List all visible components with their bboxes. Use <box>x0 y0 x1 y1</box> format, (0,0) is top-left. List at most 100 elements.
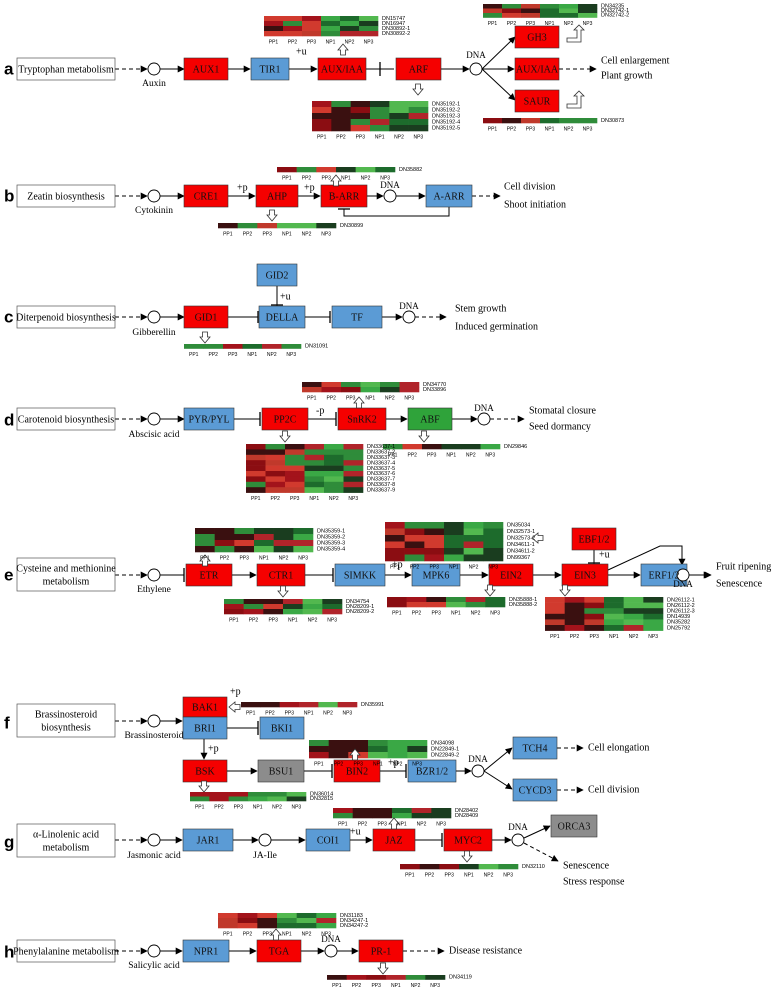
gene-gid2-label: GID2 <box>266 270 289 281</box>
heatmap-ein2-top-cell <box>385 528 405 536</box>
dna-label: DNA <box>474 403 494 413</box>
gene-mpk6 <box>411 563 461 587</box>
heatmap-pp2c-cell <box>265 487 286 493</box>
heatmap-gh3-gene-id: DN34235 <box>601 4 624 10</box>
gene-pyr-pyl <box>183 407 235 431</box>
dna-label: DNA <box>466 50 486 60</box>
hormone-label: Cytokinin <box>135 206 173 216</box>
heatmap-arf-cell <box>331 101 351 108</box>
heatmap-etr-cell <box>254 546 274 553</box>
heatmap-jaz-sample-label: NP3 <box>436 821 446 827</box>
heatmap-gh3-cell <box>502 13 522 18</box>
gibberellin-node <box>147 310 161 324</box>
heatmap-ein2-top-cell <box>404 541 425 549</box>
heatmap-ein2-cell <box>406 602 427 608</box>
heatmap-etr-cell <box>254 528 274 535</box>
heatmap-bak1-sample-label: PP2 <box>265 710 275 716</box>
dna-node <box>383 189 397 203</box>
heatmap-ein3-cell <box>623 625 644 631</box>
heatmap-auxiaa-cell <box>283 31 303 37</box>
heatmap-snrk2-cell <box>380 387 400 393</box>
heatmap-snrk2-cell <box>341 387 361 393</box>
heatmap-ein3-gene-id: DN14939 <box>667 614 690 620</box>
expression-arrow <box>559 584 571 597</box>
heatmap-arf-sample-label: PP2 <box>336 134 346 140</box>
heatmap-ein2-top-cell <box>385 535 405 542</box>
panel-letter: c <box>4 307 13 326</box>
modifier-label: +u <box>296 46 307 57</box>
expression-arrow <box>270 928 282 941</box>
heatmap-gh3-cell <box>483 8 503 14</box>
heatmap-gid1-gene-id: DN31091 <box>305 344 328 350</box>
heatmap-arf-cell <box>331 107 351 114</box>
expression-arrow <box>198 780 210 793</box>
heatmap-ein2-top-cell <box>483 522 504 529</box>
heatmap-arf-cell <box>350 101 371 108</box>
heatmap-ein2-top-gene-id: DN34611-1 <box>507 542 535 548</box>
expression-arrow <box>228 701 241 713</box>
heatmap-pp2c-cell <box>304 471 325 477</box>
heatmap-ctr1-cell <box>302 604 323 610</box>
heatmap-gh3-cell <box>502 4 522 9</box>
heatmap-ein3-gene-id: DN25792 <box>667 625 690 631</box>
modifier-label: +p <box>230 686 241 697</box>
heatmap-snrk2-cell <box>321 382 342 388</box>
heatmap-bsk-gene-id: DN36014 <box>310 792 333 798</box>
modifier-label: -p <box>316 405 324 416</box>
modifier-label: +u <box>350 826 361 837</box>
heatmap-etr-sample-label: PP3 <box>239 555 249 561</box>
heatmap-pp2c-sample-label: PP1 <box>251 496 261 502</box>
heatmap-auxiaa-cell <box>321 31 341 37</box>
heatmap-bin2-sample-label: PP2 <box>334 761 344 767</box>
heatmap-ctr1-cell <box>302 609 323 615</box>
gene-tga-label: TGA <box>269 946 290 957</box>
gene-pr1 <box>358 939 404 963</box>
heatmap-pp2c-cell <box>324 471 344 477</box>
heatmap-ein3-cell <box>564 619 585 626</box>
heatmap-jaz-sample-label: NP1 <box>397 821 407 827</box>
heatmap-abf-cell <box>441 444 462 450</box>
heatmap-bin2-sample-label: NP1 <box>373 761 383 767</box>
heatmap-ein2-top-sample-label: PP3 <box>429 564 439 570</box>
heatmap-tga-cell <box>316 918 337 924</box>
gene-ctr1-label: CTR1 <box>269 570 293 581</box>
expression-arrow <box>199 331 211 344</box>
heatmap-bsk-sample-label: NP3 <box>291 804 301 810</box>
heatmap-ein2-top-cell <box>424 535 445 542</box>
heatmap-myc2-cell <box>400 864 420 870</box>
gene-tir1-label: TIR1 <box>259 64 280 75</box>
heatmap-snrk2-sample-label: PP2 <box>327 395 337 401</box>
gene-npr1 <box>182 939 230 963</box>
heatmap-ctr1-gene-id: DN34754 <box>346 599 369 605</box>
heatmap-arf-cell <box>389 113 409 120</box>
heatmap-barr-cell <box>336 167 356 173</box>
heatmap-pr1-cell <box>327 975 347 980</box>
heatmap-ein2-top-gene-id: DN34611-2 <box>507 549 535 555</box>
heatmap-ein3-cell <box>604 619 624 626</box>
hormone-label: Gibberellin <box>132 328 176 338</box>
heatmap-arf-sample-label: NP1 <box>375 134 385 140</box>
heatmap-gid1-cell <box>281 344 302 349</box>
heatmap-gh3-cell <box>540 4 560 9</box>
heatmap-jaz-cell <box>431 808 452 814</box>
heatmap-ein2-top-sample-label: NP1 <box>449 564 459 570</box>
heatmap-ahp-cell <box>296 223 317 229</box>
pathway-box-e-line: metabolism <box>43 576 90 587</box>
gene-ein3-label: EIN3 <box>574 570 596 581</box>
heatmap-saur-cell <box>559 118 579 124</box>
connector <box>483 770 513 790</box>
heatmap-myc2-sample-label: PP2 <box>425 872 435 878</box>
heatmap-pp2c-cell <box>343 481 364 488</box>
heatmap-gh3-gene-id: DN32742-1 <box>601 8 629 14</box>
heatmap-jaz-sample-label: NP2 <box>417 821 427 827</box>
heatmap-ein2-cell <box>446 602 466 608</box>
heatmap-ein2-cell <box>485 602 506 608</box>
heatmap-ctr1-cell <box>322 609 343 615</box>
heatmap-arf-gene-id: DN35192-1 <box>432 101 460 107</box>
heatmap-auxiaa-sample-label: NP2 <box>345 39 355 45</box>
dna-label: DNA <box>380 180 400 190</box>
gene-simkk <box>334 563 386 587</box>
heatmap-ctr1-cell <box>283 609 303 615</box>
heatmap-arf-cell <box>370 101 390 108</box>
heatmap-ein2-top-cell <box>404 528 425 536</box>
